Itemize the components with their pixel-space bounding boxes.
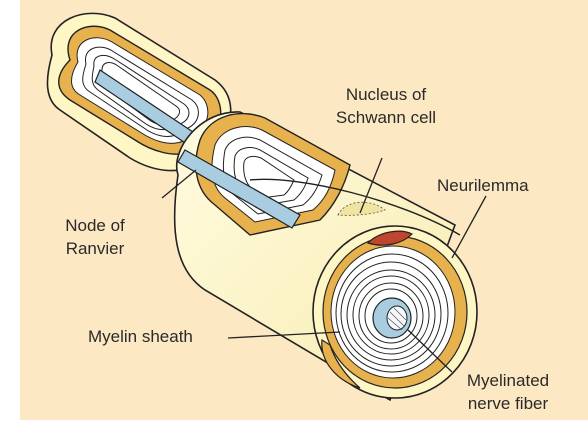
- label-fiber-line2: nerve fiber: [438, 393, 578, 414]
- label-nucleus-line1: Nucleus of: [316, 84, 456, 105]
- label-neurilemma: Neurilemma: [437, 175, 529, 196]
- label-node-line1: Node of: [40, 215, 150, 236]
- label-fiber-line1: Myelinated: [438, 370, 578, 391]
- label-node-line2: Ranvier: [40, 238, 150, 259]
- label-myelin-sheath: Myelin sheath: [88, 326, 193, 347]
- label-nucleus-line2: Schwann cell: [316, 107, 456, 128]
